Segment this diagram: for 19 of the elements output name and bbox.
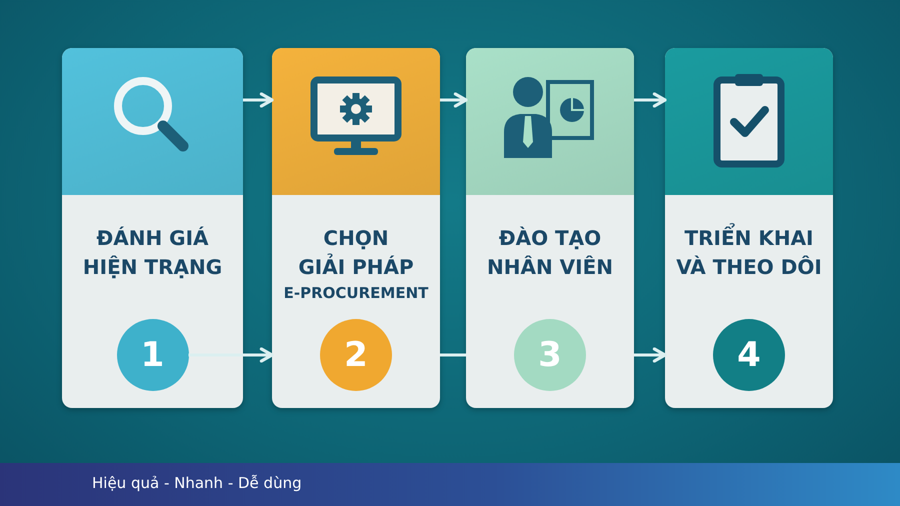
step-card [62, 48, 243, 408]
step-number-circle: 2 [320, 319, 392, 391]
step-card [272, 48, 440, 408]
step-title: ĐÀO TẠO NHÂN VIÊN [486, 225, 614, 281]
step-title: TRIỂN KHAI VÀ THEO DÔI [671, 224, 827, 282]
arrow [634, 347, 667, 363]
tagline: Hiệu quả - Nhanh - Dễ dùng [92, 474, 302, 492]
step-number-circle: 1 [116, 319, 188, 391]
arrow [440, 92, 468, 108]
step-subtitle: E-PROCUREMENT [282, 284, 430, 302]
step-title: ĐÁNH GIÁ HIỆN TRẠNG [82, 225, 224, 281]
step-card [665, 48, 833, 408]
step-number-circle: 4 [713, 319, 785, 391]
step-number-circle: 3 [514, 319, 586, 391]
step-card [466, 48, 634, 408]
arrow [188, 347, 274, 363]
step-title: CHỌN GIẢI PHÁP [297, 225, 415, 281]
arrow [243, 92, 274, 108]
arrow [634, 92, 667, 108]
